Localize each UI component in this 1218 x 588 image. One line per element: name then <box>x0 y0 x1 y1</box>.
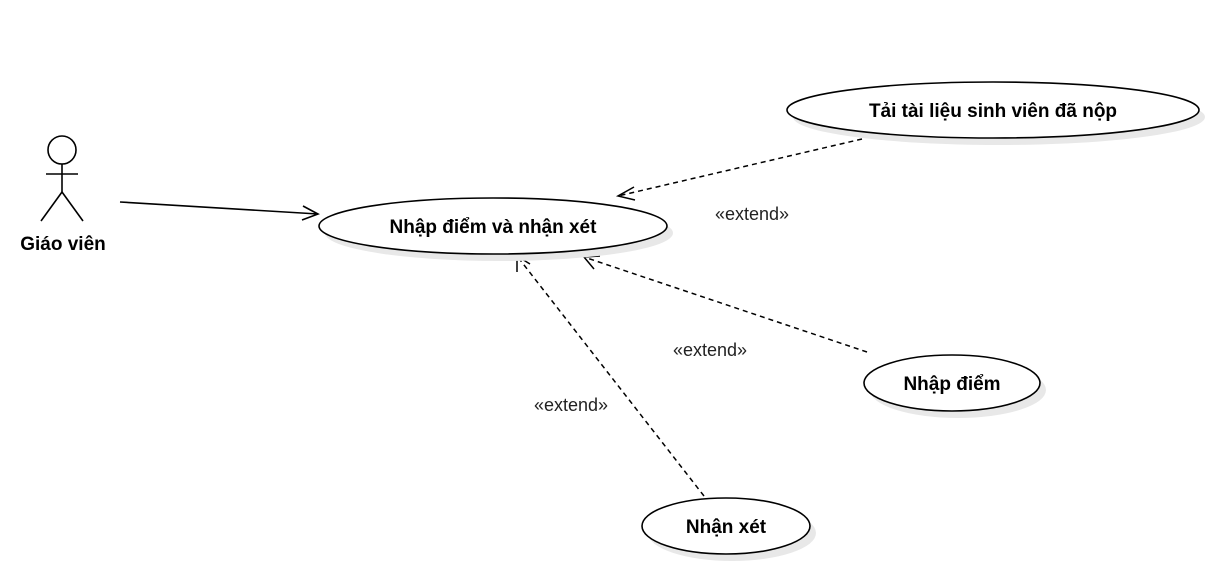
extend-arrowhead <box>582 255 601 270</box>
extend-label-score: «extend» <box>673 340 747 360</box>
use-case-label: Tải tài liệu sinh viên đã nộp <box>869 101 1117 122</box>
use-case-download-documents[interactable]: Tải tài liệu sinh viên đã nộp <box>786 81 1205 145</box>
actor-left-leg <box>40 191 63 222</box>
use-case-ellipse <box>641 497 811 555</box>
use-case-ellipse <box>318 197 668 255</box>
use-case-ellipse <box>863 354 1041 412</box>
extend-label-comment: «extend» <box>534 395 608 415</box>
actor-right-leg <box>61 191 84 222</box>
use-case-label: Nhận xét <box>686 517 767 538</box>
extend-download-to-main <box>615 138 863 201</box>
use-case-label: Nhập điểm và nhận xét <box>390 217 598 238</box>
extend-label-download: «extend» <box>715 204 789 224</box>
actor-label: Giáo viên <box>20 234 106 255</box>
association-actor-main <box>119 201 320 221</box>
extend-arrowhead <box>615 186 636 201</box>
use-case-enter-score[interactable]: Nhập điểm <box>863 354 1046 418</box>
use-case-main[interactable]: Nhập điểm và nhận xét <box>318 197 673 261</box>
extend-score-to-main <box>582 255 868 353</box>
use-case-ellipse <box>786 81 1200 139</box>
use-case-label: Nhập điểm <box>903 374 1000 395</box>
use-case-enter-comment[interactable]: Nhận xét <box>641 497 816 561</box>
actor-giao-vien[interactable]: Giáo viên <box>20 135 106 255</box>
extend-comment-to-main <box>516 254 705 497</box>
association-arrowhead <box>301 205 320 221</box>
actor-head <box>47 135 77 165</box>
